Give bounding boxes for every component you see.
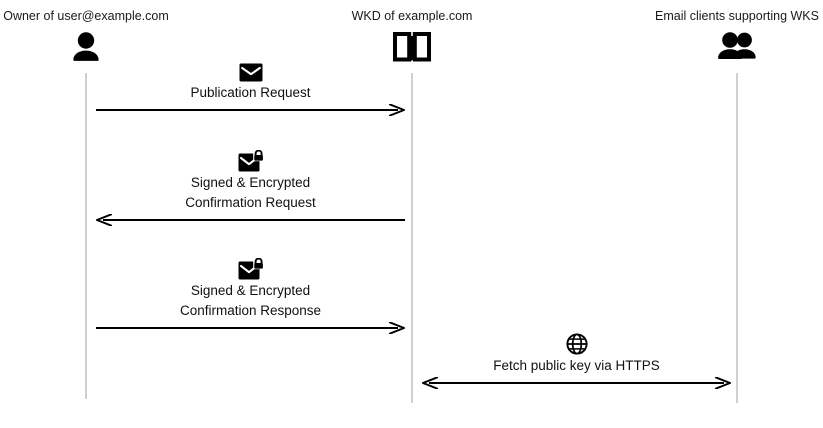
envelope-lock-icon xyxy=(96,258,405,280)
arrow-left-wkd-to-owner xyxy=(96,214,405,226)
arrow-right-owner-to-wkd-2 xyxy=(96,322,405,334)
message-confirmation-response-line-1: Signed & Encrypted xyxy=(190,283,311,298)
message-confirmation-request-line-1: Signed & Encrypted xyxy=(190,175,311,190)
lifeline-clients xyxy=(736,73,738,403)
arrow-bidirectional-wkd-to-clients xyxy=(422,377,731,389)
participant-clients[interactable]: Email clients supporting WKS xyxy=(607,9,823,62)
message-confirmation-request-line-2: Confirmation Request xyxy=(185,195,316,210)
lifeline-wkd xyxy=(411,73,413,403)
person-icon xyxy=(0,32,216,62)
message-confirmation-request: Signed & Encrypted Confirmation Request xyxy=(96,150,405,226)
people-icon xyxy=(607,32,823,62)
message-publication-request: Publication Request xyxy=(96,63,405,116)
lifeline-owner xyxy=(85,73,87,399)
message-publication-request-line-1: Publication Request xyxy=(190,85,311,100)
participant-clients-label: Email clients supporting WKS xyxy=(655,9,819,23)
message-fetch-public-key-line-1: Fetch public key via HTTPS xyxy=(493,358,660,373)
participant-owner-label: Owner of user@example.com xyxy=(3,9,169,23)
book-icon xyxy=(282,32,542,63)
participant-owner[interactable]: Owner of user@example.com xyxy=(0,9,216,62)
message-confirmation-response: Signed & Encrypted Confirmation Response xyxy=(96,258,405,334)
arrow-right-owner-to-wkd xyxy=(96,104,405,116)
envelope-icon xyxy=(96,63,405,82)
participant-wkd[interactable]: WKD of example.com xyxy=(282,9,542,63)
message-confirmation-response-line-2: Confirmation Response xyxy=(179,303,322,318)
envelope-lock-icon xyxy=(96,150,405,172)
globe-icon xyxy=(422,333,731,355)
message-fetch-public-key: Fetch public key via HTTPS xyxy=(422,333,731,389)
participant-wkd-label: WKD of example.com xyxy=(351,9,473,23)
